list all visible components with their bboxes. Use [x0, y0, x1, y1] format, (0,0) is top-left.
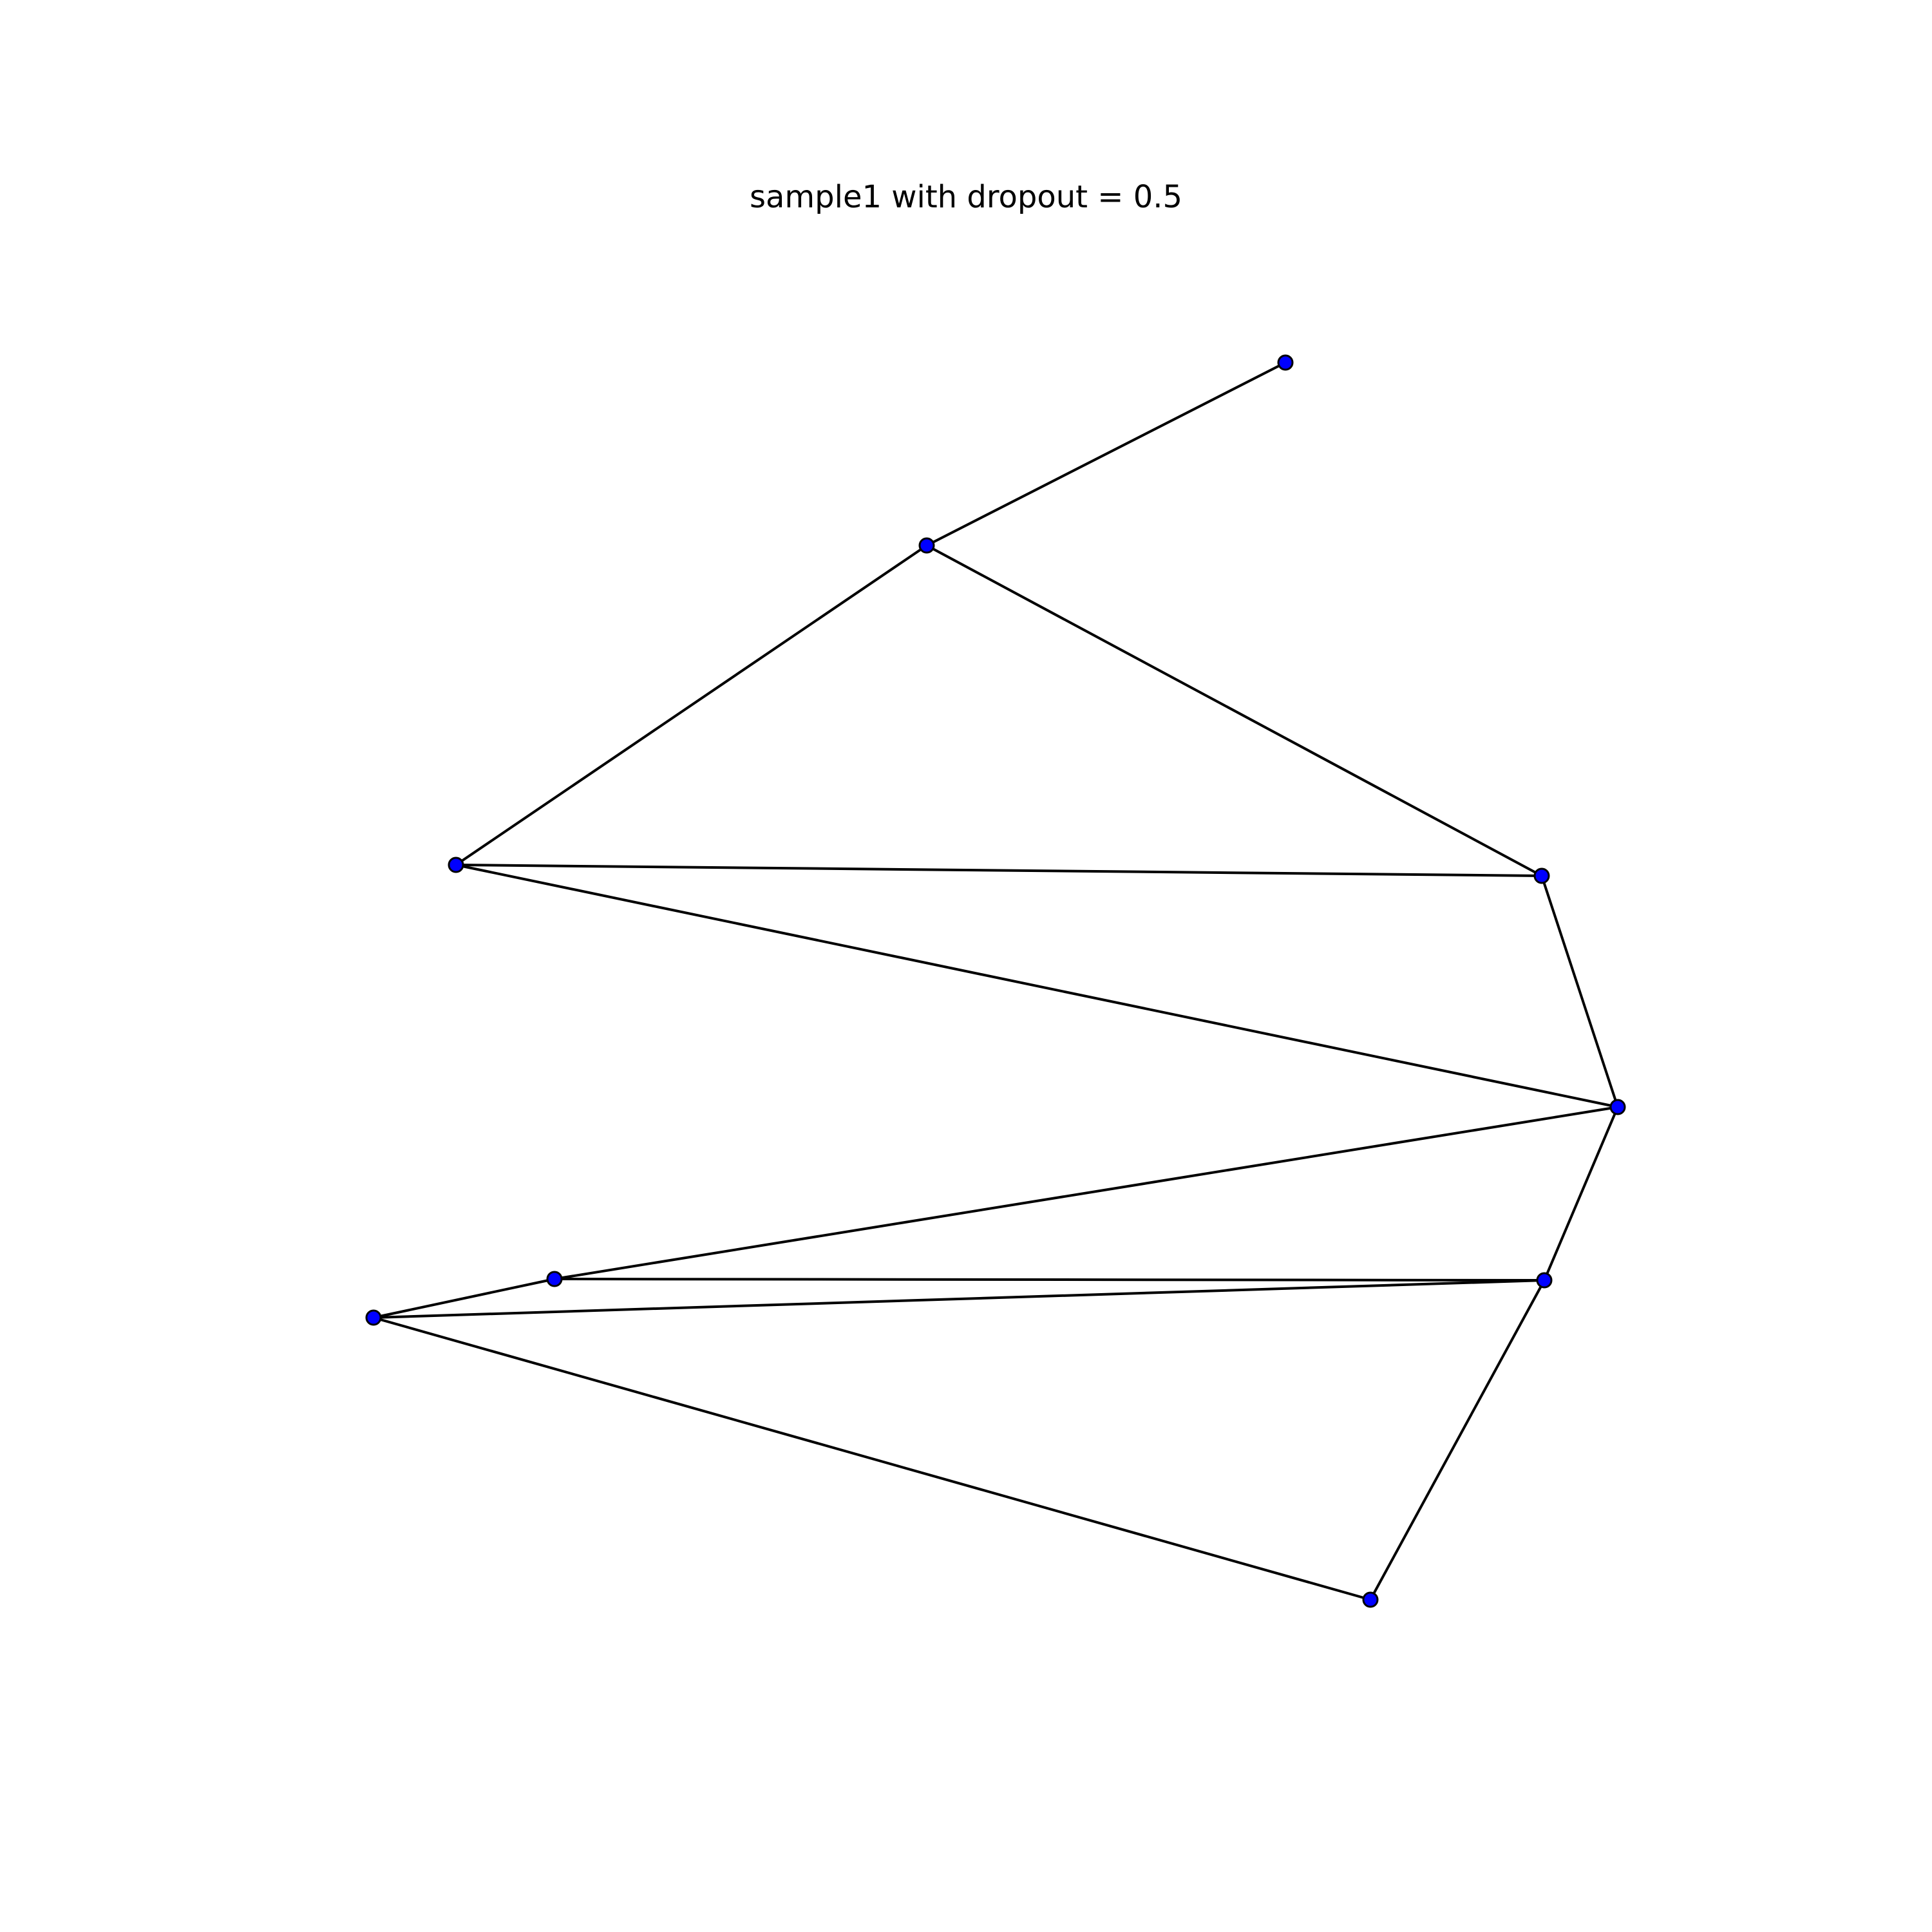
- edge-layer: [373, 361, 1619, 1601]
- graph-edge-n6-n7: [373, 1278, 555, 1319]
- graph-edge-n2-n3: [455, 864, 1542, 877]
- graph-edge-n6-n5: [554, 1278, 1545, 1282]
- graph-edge-n4-n6: [554, 1106, 1618, 1280]
- graph-edge-n2-n4: [455, 864, 1618, 1108]
- graph-node-n6: [546, 1271, 563, 1287]
- graph-node-n1: [918, 537, 935, 554]
- graph-node-n0: [1277, 354, 1294, 371]
- graph-edge-n1-n2: [455, 544, 928, 866]
- graph-edge-n4-n5: [1543, 1106, 1619, 1281]
- graph-node-n5: [1536, 1272, 1553, 1289]
- graph-node-n2: [448, 857, 464, 873]
- graph-edge-n5-n7: [373, 1279, 1545, 1319]
- graph-edge-n1-n3: [926, 544, 1542, 877]
- graph-node-n3: [1533, 867, 1550, 884]
- figure-title: sample1 with dropout = 0.5: [749, 179, 1183, 215]
- graph-node-n7: [365, 1309, 382, 1326]
- graph-edge-n5-n8: [1369, 1280, 1546, 1600]
- graph-node-n4: [1609, 1099, 1626, 1115]
- graph-edge-n3-n4: [1540, 875, 1619, 1108]
- graph-edge-n7-n8: [373, 1316, 1371, 1601]
- graph-edge-n0-n1: [926, 361, 1286, 547]
- graph-node-n8: [1362, 1591, 1379, 1608]
- node-layer: [365, 354, 1626, 1608]
